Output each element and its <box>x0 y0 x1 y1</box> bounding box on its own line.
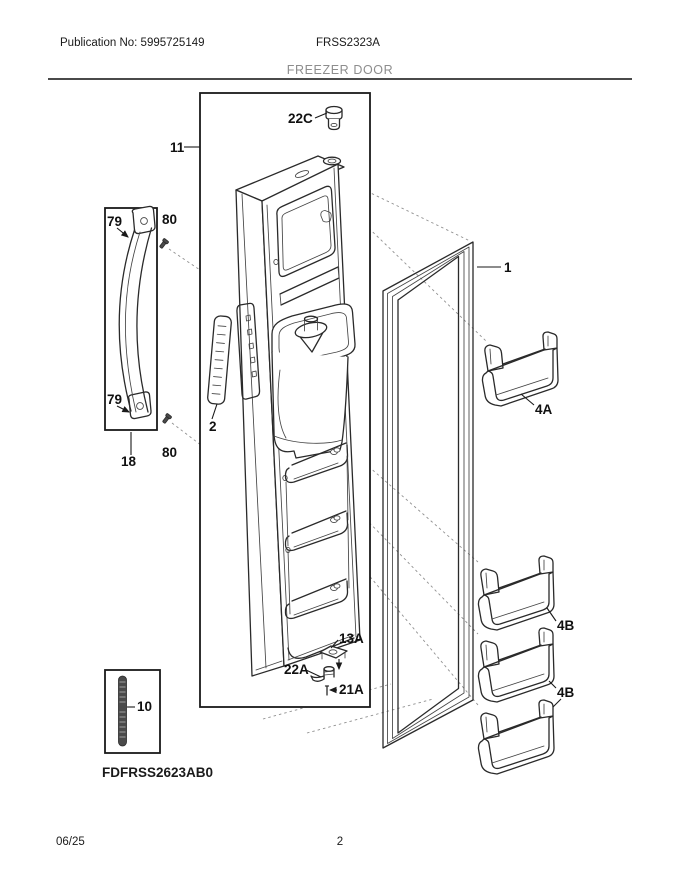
bin-4b-illustration-2 <box>477 627 555 703</box>
control-board-illustration <box>207 315 232 405</box>
bin-4b-illustration-3 <box>477 699 555 775</box>
callout-door-assembly: 11 <box>170 140 185 155</box>
callout-door-handle: 18 <box>121 454 137 469</box>
door-illustration <box>235 155 361 677</box>
bin-4a-illustration <box>481 331 559 407</box>
screw-illustration-top <box>159 238 169 249</box>
footer-date: 06/25 <box>56 836 85 848</box>
callout-screw-bottom: 80 <box>162 445 177 460</box>
callout-water-tube: 10 <box>137 699 152 714</box>
drawing-code: FDFRSS2623AB0 <box>102 765 214 780</box>
leader-lines <box>116 112 562 708</box>
handle-illustration <box>118 205 156 420</box>
callout-top-hinge-plug: 22C <box>288 111 313 126</box>
callout-screw-top: 80 <box>162 212 177 227</box>
callout-door-gasket: 1 <box>504 260 512 275</box>
callout-control-board: 2 <box>209 419 217 434</box>
callout-lower-door-bin-1: 4B <box>557 618 575 633</box>
screw-illustration-bottom <box>162 413 172 424</box>
header-rule <box>48 78 632 80</box>
tube-box <box>104 669 161 754</box>
publication-number: Publication No: 5995725149 <box>60 37 205 49</box>
callout-hinge-screw: 21A <box>339 682 364 697</box>
hinge-parts-illustration <box>310 645 348 696</box>
model-number: FRSS2323A <box>316 37 380 49</box>
callout-lower-door-bin-2: 4B <box>557 685 575 700</box>
tube-illustration <box>118 675 127 747</box>
footer-page-number: 2 <box>336 836 344 848</box>
callout-bottom-hinge-bracket: 13A <box>339 631 364 646</box>
callout-handle-end-bottom: 79 <box>107 392 122 407</box>
callout-bottom-hinge-pin: 22A <box>284 662 309 677</box>
callout-handle-end-top: 79 <box>107 214 122 229</box>
handle-box <box>104 207 158 431</box>
bin-4b-illustration-1 <box>477 555 555 631</box>
section-title: FREEZER DOOR <box>286 63 394 77</box>
callout-upper-door-bin: 4A <box>535 402 553 417</box>
gasket-illustration <box>382 241 474 749</box>
top-plug-illustration <box>325 105 343 131</box>
